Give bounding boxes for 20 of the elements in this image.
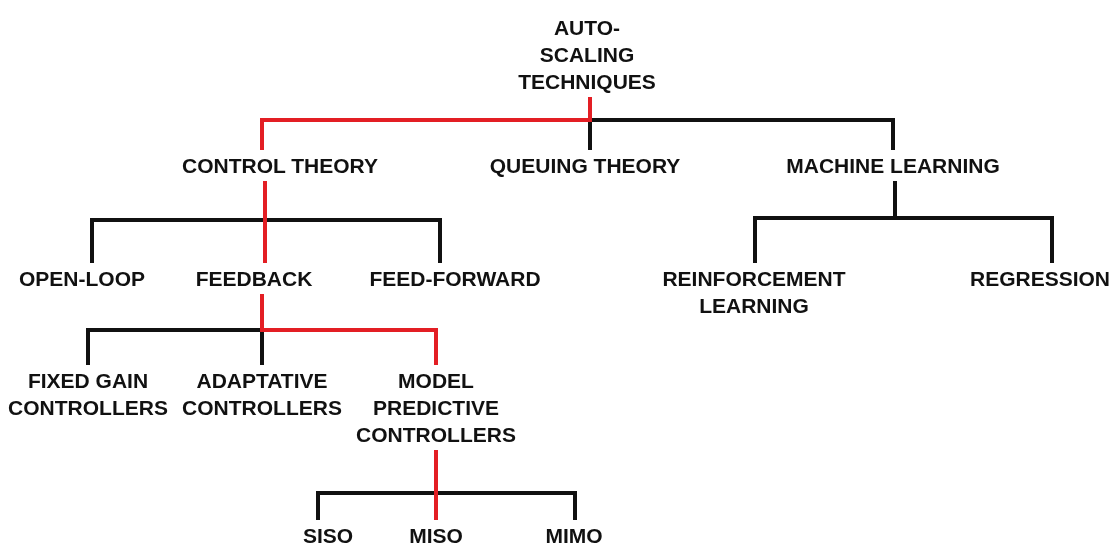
category-label: SISO <box>302 523 354 549</box>
category-label: AUTO-SCALING TECHNIQUES <box>518 15 656 95</box>
category-label: MIMO <box>545 523 603 549</box>
tree-connector <box>260 97 592 150</box>
tree-connector <box>434 450 438 520</box>
category-label: MISO <box>409 523 463 549</box>
category-label: MACHINE LEARNING <box>786 153 1000 179</box>
category-label: FIXED GAIN CONTROLLERS <box>8 368 168 421</box>
category-label: MODEL PREDICTIVE CONTROLLERS <box>356 368 516 448</box>
category-label: FEEDBACK <box>195 266 313 292</box>
category-label: QUEUING THEORY <box>489 153 681 179</box>
tree-connector <box>893 181 1054 263</box>
category-label: REINFORCEMENT LEARNING <box>662 266 846 319</box>
category-label: OPEN-LOOP <box>19 266 145 292</box>
tree-connector <box>263 181 267 263</box>
category-label: REGRESSION <box>970 266 1110 292</box>
category-label: FEED-FORWARD <box>369 266 541 292</box>
category-label: ADAPTATIVE CONTROLLERS <box>182 368 342 421</box>
tree-connector <box>260 294 438 365</box>
category-label: CONTROL THEORY <box>182 153 378 179</box>
